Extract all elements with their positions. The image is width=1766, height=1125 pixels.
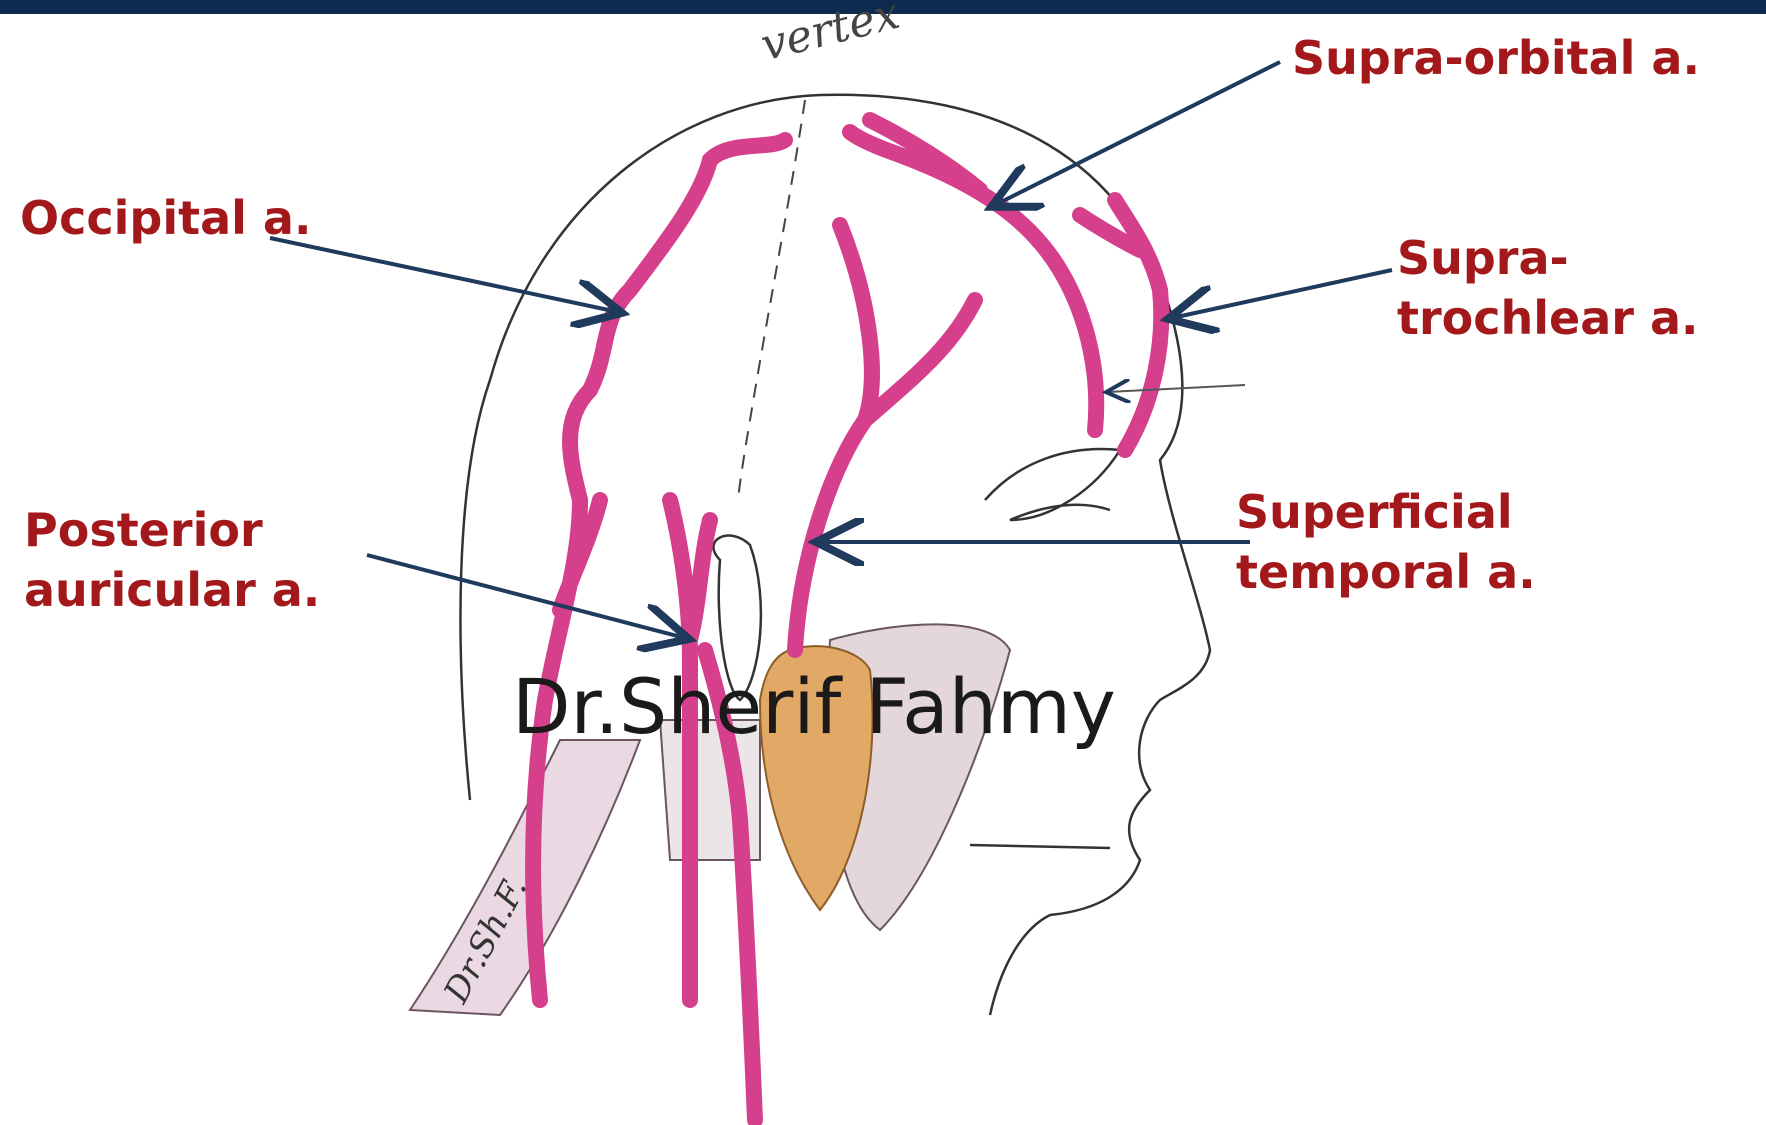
superficial-temporal-frontal-branch — [865, 300, 975, 420]
mouth-outline — [970, 845, 1110, 848]
arrow-posterior-auricular — [367, 555, 685, 638]
eye-outline — [985, 449, 1120, 520]
arrow-occipital — [270, 238, 618, 312]
superficial-temporal-artery — [795, 225, 872, 650]
label-supra-orbital-artery: Supra-orbital a. — [1292, 28, 1700, 88]
arrow-supra-trochlear — [1172, 270, 1392, 318]
vertex-line — [738, 100, 805, 500]
label-superficial-temporal-artery: Superficial temporal a. — [1236, 482, 1536, 602]
author-watermark: Dr.Sherif Fahmy — [512, 662, 1116, 752]
arrow-thin-frontal — [1108, 385, 1245, 392]
arrow-supra-orbital — [995, 62, 1280, 205]
label-occipital-artery: Occipital a. — [20, 188, 311, 248]
posterior-auricular-branch — [690, 520, 710, 640]
label-supra-trochlear-artery: Supra- trochlear a. — [1397, 228, 1699, 348]
label-posterior-auricular-artery: Posterior auricular a. — [24, 500, 320, 620]
